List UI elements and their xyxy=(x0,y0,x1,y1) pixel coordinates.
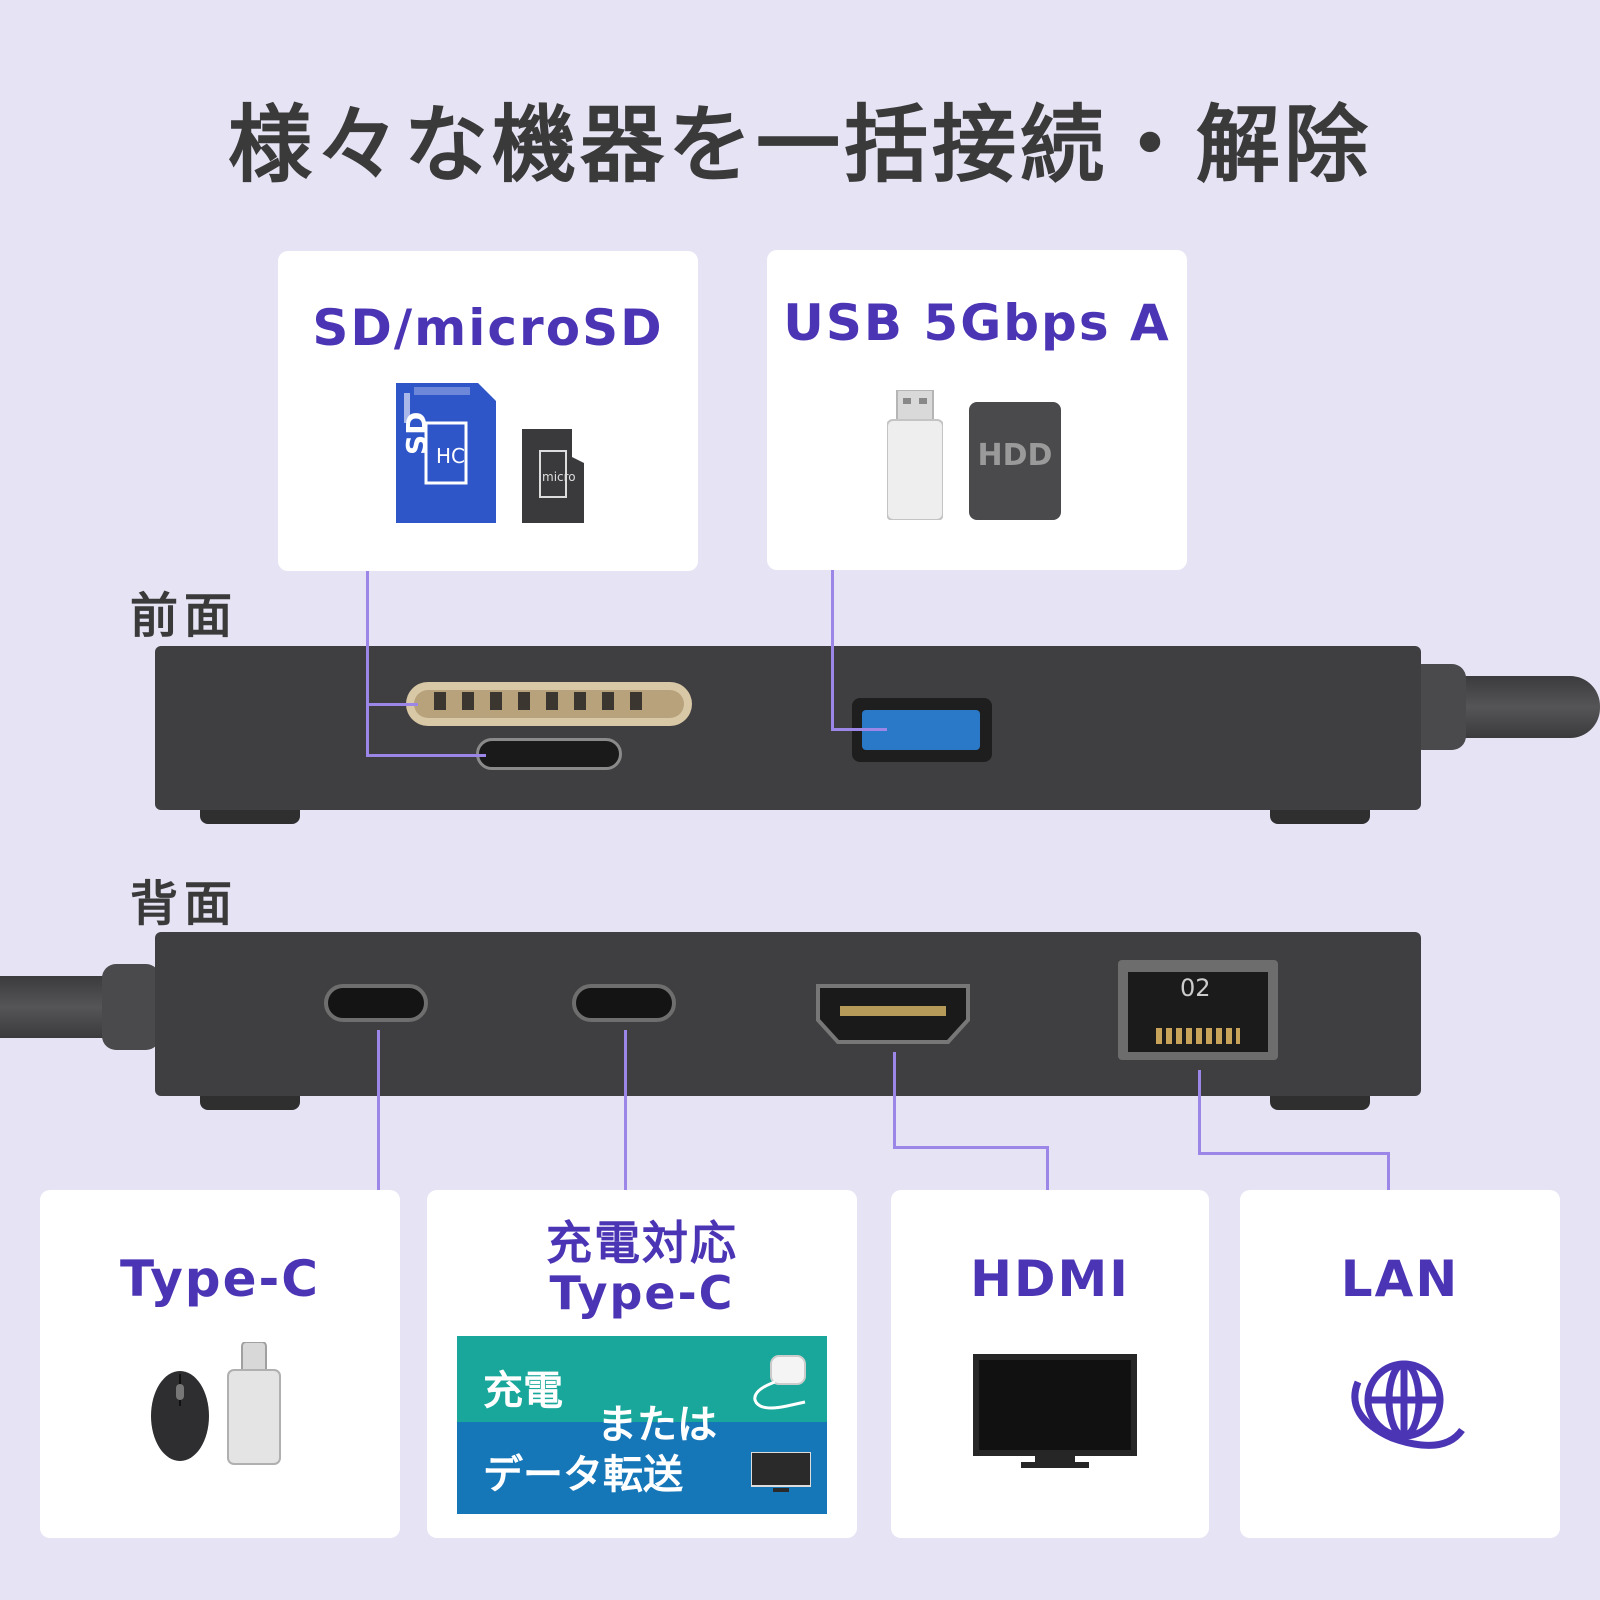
lan-panel: LAN xyxy=(1240,1190,1560,1538)
charger-icon xyxy=(753,1355,806,1410)
microsd-connector-horizontal xyxy=(366,754,486,757)
hdd-icon: HDD xyxy=(969,402,1061,520)
typec-connector xyxy=(377,1030,380,1190)
svg-text:SD: SD xyxy=(400,412,433,455)
mouse-icon xyxy=(151,1371,209,1461)
charge-text: 充電 xyxy=(483,1368,563,1414)
svg-text:micro: micro xyxy=(542,470,576,484)
usb-a-label: USB 5Gbps A xyxy=(783,294,1171,352)
front-foot-right xyxy=(1270,810,1370,824)
usb-flash-drive-icon xyxy=(887,390,943,520)
type-c-port-1 xyxy=(324,984,428,1022)
or-text: または xyxy=(597,1402,717,1448)
lan-port-number: 02 xyxy=(1180,974,1211,1002)
front-foot-left xyxy=(200,810,300,824)
hdmi-connector-vertical xyxy=(893,1052,896,1148)
sd-connector-vertical xyxy=(366,571,369,757)
hdmi-panel: HDMI xyxy=(891,1190,1209,1538)
front-label: 前面 xyxy=(130,588,239,644)
microsd-slot xyxy=(476,738,622,770)
charge-typec-label-line1: 充電対応 xyxy=(546,1216,738,1270)
svg-text:HC: HC xyxy=(436,444,465,468)
usb-a-panel: USB 5Gbps A HDD xyxy=(767,250,1187,570)
lan-connector-horizontal xyxy=(1198,1152,1390,1155)
hdmi-port xyxy=(816,984,970,1044)
back-label: 背面 xyxy=(130,876,239,932)
lan-connector-down xyxy=(1387,1152,1390,1190)
usb-connector-horizontal xyxy=(831,728,887,731)
back-cable-strain-relief xyxy=(102,964,160,1050)
usb-c-adapter-icon xyxy=(227,1342,281,1465)
typec-label: Type-C xyxy=(120,1250,320,1308)
charge-transfer-panel: 充電 または データ転送 xyxy=(457,1336,827,1514)
sd-connector-horizontal xyxy=(366,703,418,706)
lan-label: LAN xyxy=(1340,1250,1460,1308)
monitor-icon xyxy=(973,1354,1137,1468)
charge-typec-label-line2: Type-C xyxy=(549,1266,735,1320)
lan-connector-vertical xyxy=(1198,1070,1201,1154)
sd-card-panel: SD/microSD SD HC micro xyxy=(278,251,698,571)
back-foot-left xyxy=(200,1096,300,1110)
hdmi-connector-horizontal xyxy=(893,1146,1049,1149)
charge-typec-panel: 充電対応 Type-C 充電 または データ転送 xyxy=(427,1190,857,1538)
tv-icon xyxy=(751,1452,811,1492)
globe-icon xyxy=(1351,1360,1465,1449)
usb-connector-vertical xyxy=(831,570,834,730)
page-title: 様々な機器を一括接続・解除 xyxy=(227,96,1372,194)
lan-port: 02 xyxy=(1118,960,1278,1060)
front-cable xyxy=(1440,676,1600,738)
front-device-body xyxy=(155,646,1421,810)
sd-label: SD/microSD xyxy=(312,299,664,357)
typec-panel: Type-C xyxy=(40,1190,400,1538)
hdd-text: HDD xyxy=(977,438,1053,473)
sd-card-icon: SD HC xyxy=(396,383,496,523)
microsd-card-icon: micro xyxy=(522,429,584,523)
hdmi-connector-down xyxy=(1046,1146,1049,1190)
charge-typec-connector xyxy=(624,1030,627,1190)
back-cable xyxy=(0,976,120,1038)
sd-slot xyxy=(406,682,692,726)
back-foot-right xyxy=(1270,1096,1370,1110)
type-c-port-2 xyxy=(572,984,676,1022)
data-transfer-text: データ転送 xyxy=(483,1452,683,1498)
hdmi-label: HDMI xyxy=(970,1250,1130,1308)
